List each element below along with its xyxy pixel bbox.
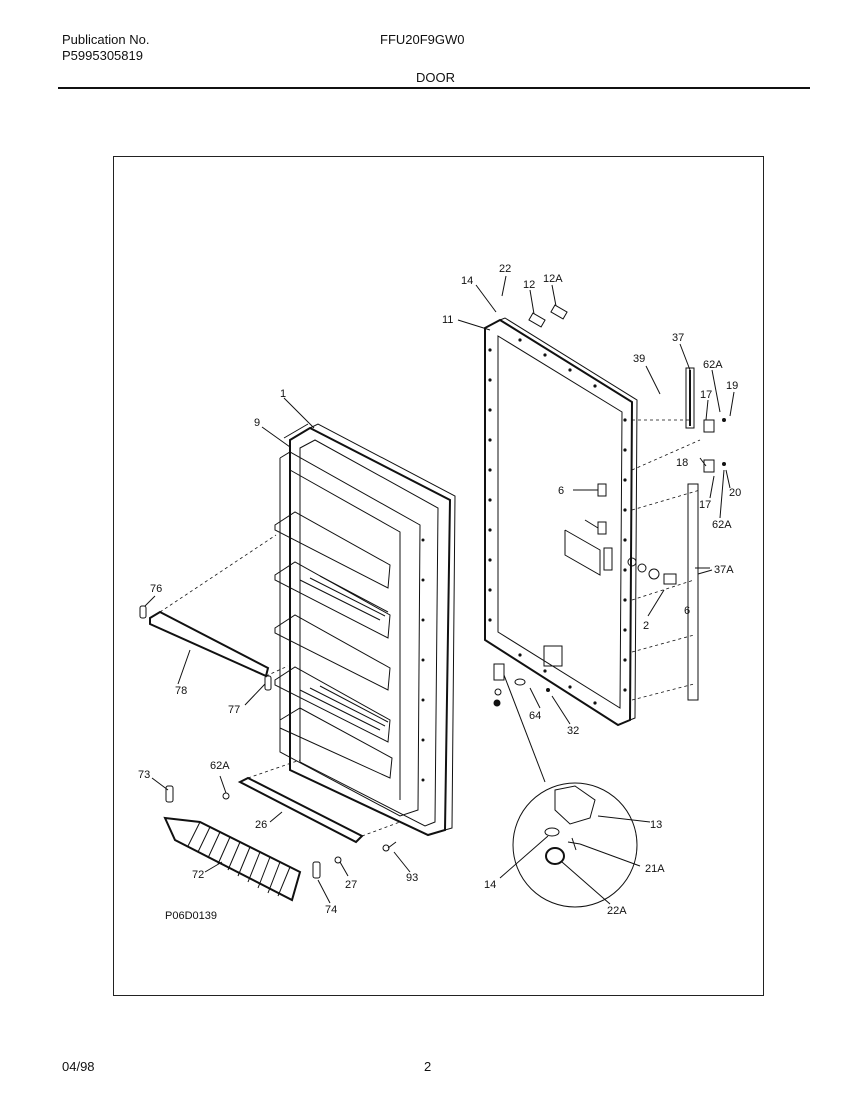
callout-19: 19 [726,380,738,392]
publication-number: P5995305819 [62,48,143,63]
callout-76: 76 [150,583,162,595]
outer-door-panel [484,304,638,727]
callout-72: 72 [192,869,204,881]
callout-62a-left: 62A [210,760,230,772]
callout-37a: 37A [714,564,734,576]
callout-21a: 21A [645,863,665,875]
callout-73: 73 [138,769,150,781]
publication-label: Publication No. [62,32,150,47]
callout-12: 12 [523,279,535,291]
callout-6-right: 6 [684,605,690,617]
callout-22: 22 [499,263,511,275]
figure-code: P06D0139 [165,910,217,922]
callout-62a-top: 62A [703,359,723,371]
callout-20: 20 [729,487,741,499]
callout-9: 9 [254,417,260,429]
bottom-hardware [493,663,550,783]
callout-64: 64 [529,710,541,722]
kick-grille [163,785,321,902]
callout-37: 37 [672,332,684,344]
callout-22a: 22A [607,905,627,917]
model-number: FFU20F9GW0 [380,32,465,47]
footer-date: 04/98 [62,1059,95,1074]
callout-27: 27 [345,879,357,891]
door-liner [274,423,456,837]
section-title: DOOR [416,70,455,85]
callout-13: 13 [650,819,662,831]
callout-26: 26 [255,819,267,831]
shelf-bar-assembly [139,534,289,691]
callout-93: 93 [406,872,418,884]
callout-6-upper: 6 [558,485,564,497]
callout-77: 77 [228,704,240,716]
diagram-frame [113,156,764,996]
gasket-edge [283,423,309,439]
header-rule [58,87,810,89]
callout-labels: 1 9 76 78 77 73 62A 26 72 27 74 93 14 22… [138,263,741,922]
detail-magnifier [512,782,638,908]
callout-32: 32 [567,725,579,737]
callout-17-top: 17 [700,389,712,401]
callout-18: 18 [676,457,688,469]
callout-2: 2 [643,620,649,632]
page-number: 2 [424,1059,432,1074]
callout-62a-bottom: 62A [712,519,732,531]
callout-14-top: 14 [461,275,473,287]
leader-lines [144,275,735,905]
callout-78: 78 [175,685,187,697]
callout-11: 11 [442,314,453,326]
hinge-strips [627,367,726,701]
callout-1: 1 [280,388,286,400]
callout-74: 74 [325,904,337,916]
callout-14-detail: 14 [484,879,496,891]
callout-39: 39 [633,353,645,365]
callout-12a: 12A [543,273,563,285]
callout-17-bottom: 17 [699,499,711,511]
